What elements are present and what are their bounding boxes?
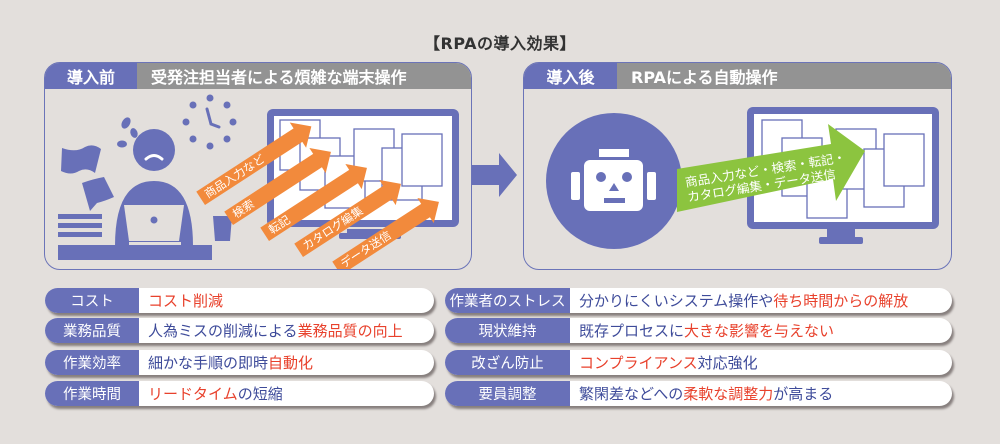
benefit-label: 作業効率: [45, 350, 139, 375]
plain-text: 分かりにくいシステム操作や: [579, 292, 774, 310]
highlight-text: 大きな影響を与えない: [684, 322, 835, 340]
benefit-label: 要員調整: [445, 381, 570, 406]
benefit-label: 作業者のストレス: [445, 288, 570, 313]
task-arrow: 転記: [260, 163, 367, 241]
plain-text: の短縮: [237, 385, 283, 403]
after-illustration: [546, 107, 939, 249]
cup-icon: [213, 216, 232, 241]
transition-arrow-icon: [472, 153, 517, 197]
robot-icon: [546, 113, 682, 249]
benefit-label: 作業時間: [45, 381, 139, 406]
benefit-label: コスト: [45, 288, 139, 313]
laptop-icon: [124, 205, 184, 245]
benefit-row: 作業者のストレス分かりにくいシステム操作や待ち時間からの解放: [445, 288, 952, 313]
highlight-text: リードタイム: [148, 385, 238, 403]
plain-text: 繁閑差などへの: [579, 385, 684, 403]
benefit-row: 作業時間リードタイムの短縮: [45, 381, 434, 406]
benefit-row: 業務品質人為ミスの削減による業務品質の向上: [45, 318, 434, 343]
plain-text: 既存プロセスに: [579, 322, 685, 340]
benefit-description: コスト削減: [139, 288, 223, 313]
after-tag: 導入後: [524, 63, 617, 89]
benefit-description: リードタイムの短縮: [139, 381, 283, 406]
benefit-row: コストコスト削減: [45, 288, 434, 313]
plain-text: が高まる: [773, 385, 834, 403]
highlight-text: コンプライアンス: [579, 354, 698, 372]
benefit-description: 人為ミスの削減による業務品質の向上: [139, 318, 403, 343]
clock-icon: [182, 94, 237, 150]
highlight-text: 待ち時間からの解放: [773, 292, 909, 310]
benefit-description: 既存プロセスに大きな影響を与えない: [570, 318, 834, 343]
paper-stack-icon: [58, 214, 102, 237]
benefit-row: 作業効率細かな手順の即時自動化: [45, 350, 434, 375]
after-panel: 導入後 RPAによる自動操作: [523, 62, 952, 270]
automation-arrow: [677, 124, 865, 212]
highlight-text: 業務品質の向上: [297, 322, 403, 340]
before-tag: 導入前: [45, 63, 137, 89]
plain-text: 細かな手順の即時: [148, 354, 269, 372]
task-arrow: 商品入力など: [196, 122, 312, 205]
before-subtitle: 受発注担当者による煩雑な端末操作: [151, 68, 407, 87]
benefit-description: 分かりにくいシステム操作や待ち時間からの解放: [570, 288, 908, 313]
task-arrow: 検索: [224, 147, 331, 225]
task-arrow: データ送信: [332, 197, 439, 269]
benefit-description: 繁閑差などへの柔軟な調整力が高まる: [570, 381, 833, 406]
sweat-icon: [117, 117, 138, 148]
before-panel: 導入前 受発注担当者による煩雑な端末操作: [44, 62, 472, 270]
benefit-row: 要員調整繁閑差などへの柔軟な調整力が高まる: [445, 381, 952, 406]
benefit-row: 改ざん防止コンプライアンス対応強化: [445, 350, 952, 375]
benefit-label: 現状維持: [445, 318, 570, 343]
task-arrow: カタログ編集: [294, 179, 401, 257]
benefit-label: 業務品質: [45, 318, 139, 343]
highlight-text: 自動化: [268, 354, 314, 372]
desk: [58, 245, 212, 260]
benefit-description: コンプライアンス対応強化: [570, 350, 758, 375]
plain-text: 人為ミスの削減による: [148, 322, 298, 340]
benefit-row: 現状維持既存プロセスに大きな影響を与えない: [445, 318, 952, 343]
highlight-text: 柔軟な調整力: [683, 385, 774, 403]
before-header: 導入前 受発注担当者による煩雑な端末操作: [45, 63, 471, 89]
plain-text: 対応強化: [697, 354, 758, 372]
flying-papers-icon: [61, 145, 114, 211]
after-subtitle: RPAによる自動操作: [631, 68, 778, 87]
benefit-label: 改ざん防止: [445, 350, 570, 375]
benefit-description: 細かな手順の即時自動化: [139, 350, 313, 375]
page-title: 【RPAの導入効果】: [424, 34, 576, 53]
highlight-text: コスト削減: [148, 292, 224, 310]
after-header: 導入後 RPAによる自動操作: [524, 63, 951, 89]
